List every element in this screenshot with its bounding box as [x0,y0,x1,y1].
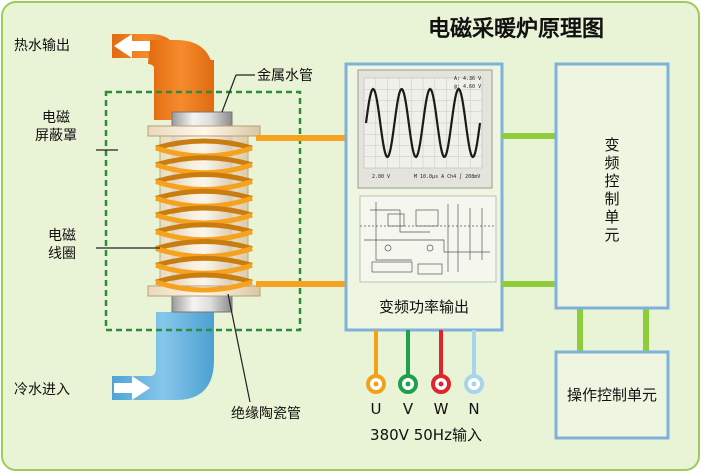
freq-control-box [554,62,670,310]
freq-control-label: 变频控制单元 [604,136,619,244]
circuit-schematic [359,195,497,283]
phase-label-u: U [371,400,382,418]
coil-turn-back [155,272,253,285]
oscilloscope-screen: A: 4.36 V @: 4.60 V 2.00 V M 10.0μs A Ch… [357,69,493,189]
phase-label-w: W [434,400,449,418]
scope-readout-2: @: 4.60 V [454,84,481,90]
freq-control-char: 单 [604,208,619,226]
freq-control-char: 频 [604,154,619,172]
em-shield-box [104,90,302,332]
coil-label-line2: 线圈 [48,246,76,262]
power-output-label: 变频功率输出 [379,298,469,316]
em-coil [155,138,253,293]
coil-turn-back [155,138,253,151]
coil-turn-back [155,155,253,168]
coil-turn [155,279,253,293]
input-spec-label: 380V 50Hz输入 [370,426,482,444]
hot-water-out-label: 热水输出 [14,38,70,54]
leader-lines [96,74,255,403]
coil-turn-back [155,172,253,184]
control-links [502,133,649,352]
phase-terminal-dot [405,381,411,387]
coil-turn-back [155,222,253,235]
coil-turn-back [155,188,253,201]
phase-terminal-dot [471,381,477,387]
phase-label-v: V [403,400,414,418]
metal-pipe-label: 金属水管 [257,68,313,84]
scope-readout-1: A: 4.36 V [454,76,481,82]
phase-label-n: N [468,400,479,418]
freq-control-char: 制 [604,190,619,208]
coil-turn-back [155,255,253,268]
coil-label-line1: 电磁 [48,228,76,244]
cold-water-in-label: 冷水进入 [14,382,70,398]
scope-waveform [364,87,482,159]
phase-terminal-dot [373,381,379,387]
op-control-box [554,350,670,440]
cold-water-arrow-icon [114,376,150,400]
freq-control-char: 变 [604,136,619,154]
freq-control-char: 控 [604,172,619,190]
scope-readout-3: 2.00 V [372,174,390,180]
shield-label-line2: 屏蔽罩 [35,128,77,144]
diagram-title: 电磁采暖炉原理图 [428,16,604,42]
hot-water-arrow-icon [114,34,150,58]
ceramic-pipe-label: 绝缘陶瓷管 [231,406,301,422]
phase-terminal-dot [438,381,444,387]
op-control-label: 操作控制单元 [567,386,657,404]
coil-turn-back [155,205,253,218]
cold-water-pipe [112,312,214,400]
shield-label-line1: 电磁 [42,110,70,126]
freq-control-char: 元 [604,226,619,244]
scope-readout-4: M 10.0μs A Ch4 ∫ 208mV [414,173,480,180]
coil-feed-wires [256,135,346,287]
coil-turn-back [155,239,253,251]
